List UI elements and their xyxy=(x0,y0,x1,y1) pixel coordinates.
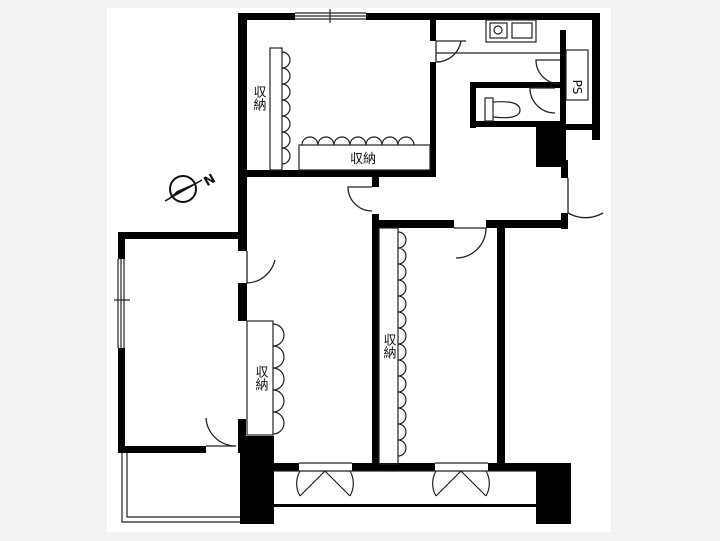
closet-label-top-bottom: 収納 xyxy=(350,152,376,167)
closet-folding-doors xyxy=(246,47,431,465)
bottom-windows[interactable] xyxy=(296,462,490,497)
walls xyxy=(118,13,600,524)
door-balcony-room[interactable] xyxy=(205,417,237,447)
window-door-left[interactable] xyxy=(296,462,354,497)
room-labels: 収納 収納 収納 収納 PS xyxy=(251,80,585,393)
door-left-room-top[interactable] xyxy=(246,251,276,284)
closet-label-mid-right: 収納 xyxy=(381,333,397,360)
thin-lines xyxy=(114,9,589,523)
sanitary-fixtures xyxy=(484,22,533,122)
door-toilet[interactable] xyxy=(529,87,556,114)
closet-label-mid-left: 収納 xyxy=(253,365,269,392)
door-right-room[interactable] xyxy=(454,227,487,259)
window-door-right[interactable] xyxy=(432,462,490,497)
door-ps[interactable] xyxy=(535,59,561,85)
doors[interactable] xyxy=(205,40,604,447)
kitchen-sink-icon xyxy=(489,22,533,39)
door-bedroom-top[interactable] xyxy=(435,40,466,63)
toilet-icon xyxy=(484,97,521,122)
floor-sheet xyxy=(107,8,611,532)
closet-label-top-left: 収納 xyxy=(251,85,267,112)
door-entrance[interactable] xyxy=(567,178,604,219)
door-hall-small[interactable] xyxy=(347,186,373,212)
pipe-space-label: PS xyxy=(570,80,584,95)
